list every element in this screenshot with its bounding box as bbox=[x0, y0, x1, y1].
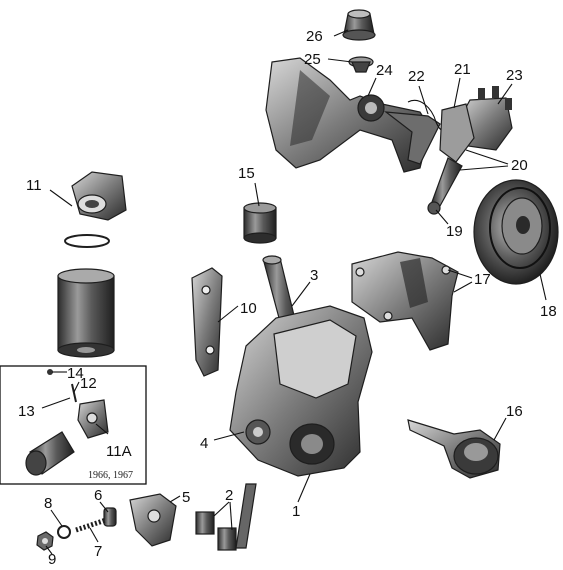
callout-4: 4 bbox=[200, 435, 208, 452]
callout-2: 2 bbox=[225, 487, 233, 504]
oil-pump-part bbox=[129, 493, 177, 547]
callout-23: 23 bbox=[506, 67, 523, 84]
timing-chain-cover-part bbox=[229, 305, 373, 477]
callout-11a: 11A bbox=[106, 443, 132, 460]
callout-3: 3 bbox=[310, 267, 318, 284]
retaining-ring-part bbox=[57, 525, 71, 539]
callout-7: 7 bbox=[94, 543, 102, 560]
oil-filter-part bbox=[57, 268, 115, 358]
callout-25: 25 bbox=[304, 51, 321, 68]
callout-8: 8 bbox=[44, 495, 52, 512]
fuel-pump-part bbox=[407, 419, 501, 479]
callout-26: 26 bbox=[306, 28, 323, 45]
inset-1966-1967: 1966, 1967 bbox=[0, 365, 147, 485]
callout-6: 6 bbox=[94, 487, 102, 504]
spring-part bbox=[75, 517, 107, 533]
inset-caption: 1966, 1967 bbox=[88, 470, 133, 481]
fan-pulley-part bbox=[473, 179, 559, 285]
fuel-filter-part bbox=[243, 202, 277, 244]
callout-24: 24 bbox=[376, 62, 393, 79]
oil-filter-gasket-part bbox=[64, 234, 110, 248]
thermostat-housing-part bbox=[342, 9, 376, 41]
callout-1: 1 bbox=[292, 503, 300, 520]
callout-5: 5 bbox=[182, 489, 190, 506]
leader-lines bbox=[41, 29, 547, 555]
callout-14: 14 bbox=[67, 365, 84, 382]
callout-20: 20 bbox=[511, 157, 528, 174]
inset-bolt-part bbox=[47, 369, 77, 403]
callout-17: 17 bbox=[474, 271, 491, 288]
callout-22: 22 bbox=[408, 68, 425, 85]
water-pump-part bbox=[351, 251, 459, 351]
callout-12: 12 bbox=[80, 375, 97, 392]
callout-21: 21 bbox=[454, 61, 471, 78]
callout-18: 18 bbox=[540, 303, 557, 320]
distributor-body-part bbox=[427, 103, 475, 215]
nut-part bbox=[36, 531, 54, 551]
intake-manifold-bracket-part bbox=[265, 57, 441, 173]
bracket-part bbox=[191, 267, 223, 377]
callout-10: 10 bbox=[240, 300, 257, 317]
thermostat-part bbox=[348, 56, 374, 73]
callout-labels: 26 25 24 22 21 23 20 19 11 15 18 17 3 10… bbox=[18, 28, 557, 568]
callout-16: 16 bbox=[506, 403, 523, 420]
callout-9: 9 bbox=[48, 551, 56, 568]
callout-11: 11 bbox=[26, 177, 42, 194]
callout-15: 15 bbox=[238, 165, 255, 182]
inset-oil-filter-part bbox=[25, 431, 75, 476]
oil-filter-adapter-part bbox=[71, 171, 127, 221]
callout-19: 19 bbox=[446, 223, 463, 240]
relief-valve-part bbox=[103, 507, 117, 527]
callout-13: 13 bbox=[18, 403, 35, 420]
oil-pump-gears-part bbox=[195, 483, 257, 551]
inset-adapter-part bbox=[77, 399, 109, 439]
